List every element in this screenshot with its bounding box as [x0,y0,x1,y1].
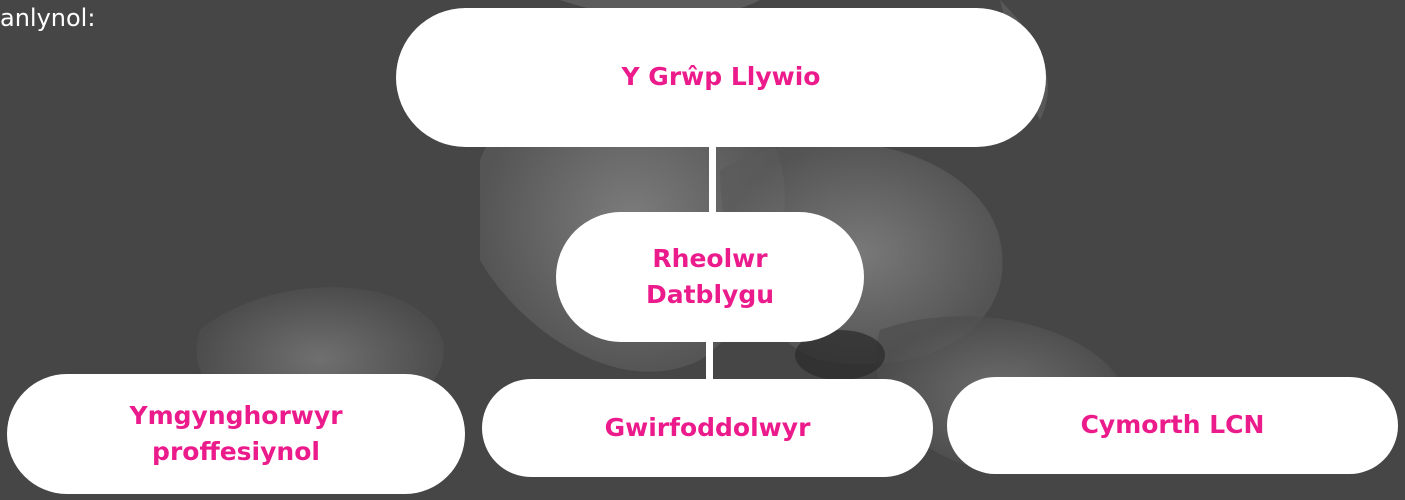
connector-top-middle [709,144,716,216]
node-professional-advisers-label: Ymgynghorwyr proffesiynol [129,398,342,471]
node-development-manager-line1: Rheolwr [652,243,768,273]
connector-middle-bottom [706,340,713,382]
node-professional-advisers-line2: proffesiynol [152,437,320,466]
node-development-manager-line2: Datblygu [645,280,775,309]
node-steering-group-label: Y Grŵp Llywio [621,62,821,92]
node-lcn-support-label: Cymorth LCN [1080,410,1265,440]
node-steering-group: Y Grŵp Llywio [396,8,1046,147]
node-development-manager: Rheolwr Datblygu [556,212,864,342]
node-professional-advisers: Ymgynghorwyr proffesiynol [7,374,465,494]
node-volunteers-label: Gwirfoddolwyr [604,412,811,442]
node-development-manager-label: Rheolwr Datblygu [646,241,774,314]
intro-text: anlynol: [0,4,96,32]
node-professional-advisers-line1: Ymgynghorwyr [129,400,343,430]
node-volunteers: Gwirfoddolwyr [482,379,933,477]
node-lcn-support: Cymorth LCN [947,377,1398,474]
